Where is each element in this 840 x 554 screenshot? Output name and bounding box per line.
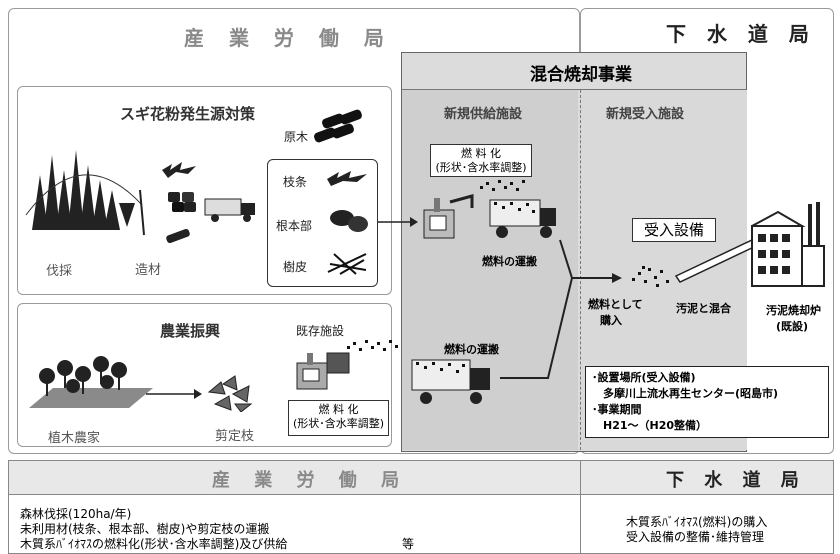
incinerator-building-icon [751, 202, 825, 287]
transport-label-1: 燃料の運搬 [482, 255, 537, 268]
cedar-pollen-box [17, 86, 392, 295]
agriculture-box [17, 303, 392, 447]
table-header-row [9, 461, 833, 495]
supply-machine-icon [423, 194, 474, 239]
table-right-header: 下 水 道 局 [666, 470, 806, 491]
truck-icon-cedar [204, 198, 255, 222]
mixed-title-underline [402, 89, 746, 90]
fuel-particles-supply-icon [480, 180, 525, 191]
info-location-value: 多摩川上流水再生センター(昭島市) [592, 387, 779, 400]
logs-stack-icon [168, 192, 196, 212]
incinerator-line2: (既設) [776, 320, 809, 333]
branches-label: 枝条 [283, 175, 308, 189]
supply-truck-2-icon [411, 359, 490, 404]
info-period-value: H21～（H20整備） [592, 419, 708, 432]
bark-icon [327, 253, 367, 275]
transport-label-2: 燃料の運搬 [444, 343, 499, 356]
existing-facility-label: 既存施設 [296, 324, 345, 338]
table-divider [580, 461, 581, 554]
fuel-pile-icon [632, 266, 669, 287]
incinerator-line1: 汚泥焼却炉 [766, 304, 821, 317]
left-duty-item: 未利用材(枝条、根本部、樹皮)や剪定枝の運搬 [20, 522, 270, 536]
project-info-box: ･設置場所(受入設備) 多摩川上流水再生センター(昭島市) ･事業期間 H21～… [585, 366, 829, 438]
industry-labor-header: 産 業 労 働 局 [184, 26, 393, 50]
supply-fuel-line2: (形状･含水率調整) [435, 161, 527, 174]
cedar-pollen-title: スギ花粉発生源対策 [120, 105, 256, 123]
agri-fuel-box: 燃 料 化 (形状･含水率調整) [288, 400, 389, 436]
table-left-header: 産 業 労 働 局 [212, 470, 409, 491]
agri-fuel-line2: (形状･含水率調整) [292, 417, 385, 430]
nursery-trees-icon [29, 356, 153, 408]
left-duties-list: 森林伐採(120ha/年) 未利用材(枝条、根本部、樹皮)や剪定枝の運搬 木質系… [20, 507, 287, 552]
mix-label: 汚泥と混合 [676, 302, 731, 315]
supply-truck-icon [489, 199, 556, 238]
nursery-label: 植木農家 [48, 431, 101, 446]
existing-machine-icon [296, 352, 350, 390]
info-location-label: ･設置場所(受入設備) [592, 371, 696, 384]
bark-label: 樹皮 [283, 260, 308, 274]
wood-chips-icon [162, 162, 196, 178]
mixed-incineration-title: 混合焼却事業 [530, 65, 632, 85]
right-duties-list: 木質系ﾊﾞｲｵﾏｽ(燃料)の購入 受入設備の整備･維持管理 [626, 515, 767, 545]
root-icon [330, 210, 368, 232]
root-label: 根本部 [276, 219, 313, 233]
arrow-cedar-to-supply [378, 217, 418, 227]
purchase-line1: 燃料として [588, 298, 643, 311]
raw-log-label: 原木 [284, 130, 309, 144]
purchase-line2: 購入 [600, 314, 622, 327]
receive-equipment-box: 受入設備 [632, 218, 716, 242]
right-duty-item: 受入設備の整備･維持管理 [626, 530, 765, 544]
supply-fuel-box: 燃 料 化 (形状･含水率調整) [430, 144, 532, 177]
branches-icon [327, 171, 367, 186]
conveyor-icon [674, 239, 758, 283]
raw-log-icon [314, 109, 362, 143]
left-duties-etc: 等 [402, 537, 415, 551]
receive-facility-label: 新規受入施設 [606, 107, 685, 122]
lumbering-label: 造材 [135, 263, 162, 278]
agri-fuel-line1: 燃 料 化 [318, 403, 359, 416]
logging-label: 伐採 [46, 264, 73, 279]
agriculture-title: 農業振興 [160, 322, 221, 340]
left-duty-item: 森林伐採(120ha/年) [20, 507, 132, 521]
supply-facility-label: 新規供給施設 [444, 107, 523, 122]
unused-material-box [267, 159, 378, 287]
fuel-particles-agri-icon [347, 340, 398, 351]
info-period-label: ･事業期間 [592, 403, 642, 416]
forest-icon [25, 150, 145, 236]
arrow-nursery-to-pruned [146, 389, 202, 399]
receive-equipment-label: 受入設備 [643, 221, 704, 239]
right-duty-item: 木質系ﾊﾞｲｵﾏｽ(燃料)の購入 [626, 515, 768, 529]
single-log-icon [166, 228, 190, 244]
pruned-branches-icon [207, 375, 253, 412]
pruned-label: 剪定枝 [215, 429, 255, 444]
left-duty-item: 木質系ﾊﾞｲｵﾏｽの燃料化(形状･含水率調整)及び供給 [20, 537, 288, 551]
sewerage-header: 下 水 道 局 [666, 22, 816, 46]
supply-fuel-line1: 燃 料 化 [461, 147, 501, 160]
